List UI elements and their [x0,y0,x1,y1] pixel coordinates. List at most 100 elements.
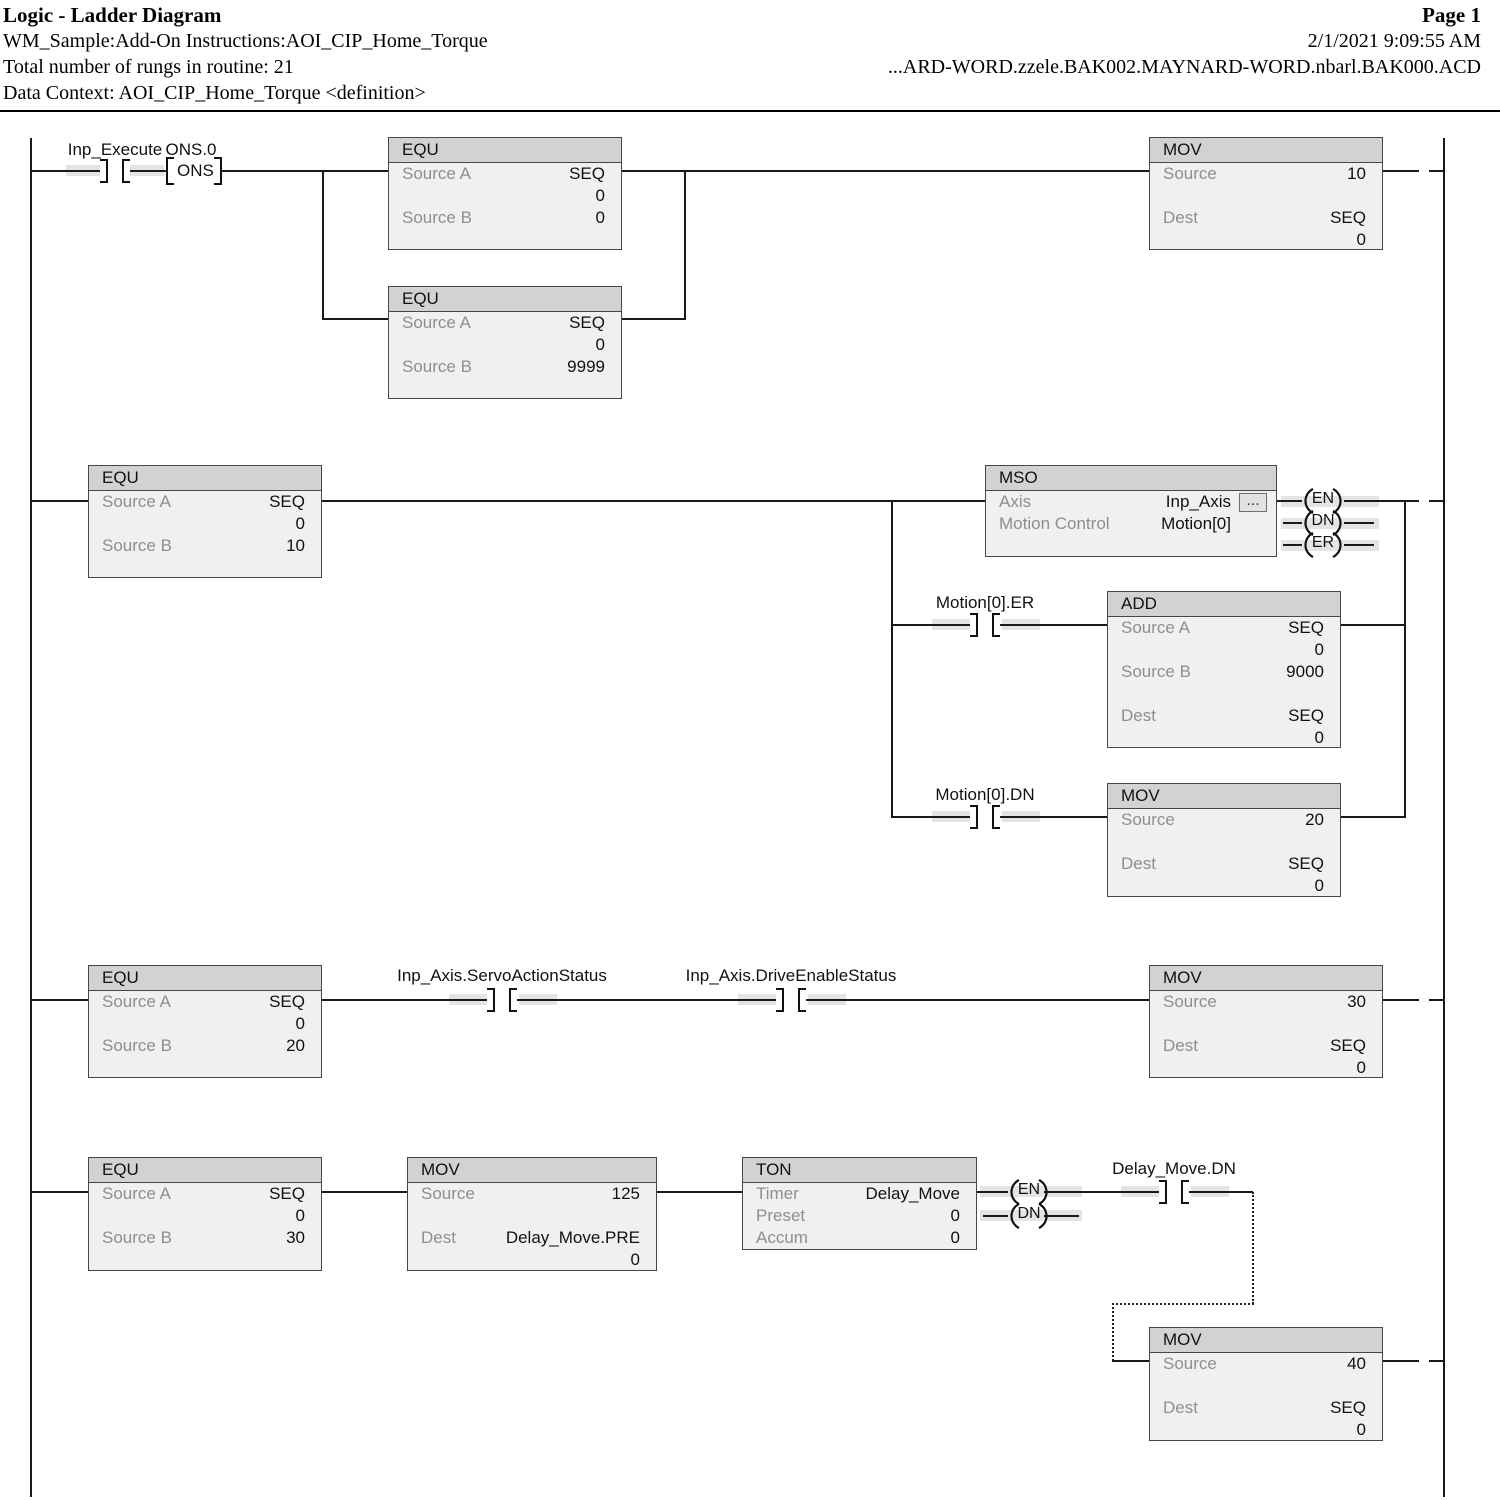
param-value[interactable]: Motion[0] [1161,514,1231,533]
param-value[interactable]: 10 [1347,164,1366,183]
contact-tag-delay-move-dn[interactable]: Delay_Move.DN [1112,1159,1236,1178]
param-label: Source B [102,536,172,555]
xic-contact-drive-enable[interactable] [776,988,784,1012]
contact-tag-motion-dn[interactable]: Motion[0].DN [935,785,1035,804]
instruction-mnemonic: EQU [389,138,621,163]
wire [222,170,388,172]
xic-contact-motion-er[interactable] [992,613,1000,637]
param-value: 0 [1314,876,1324,895]
param-value: 0 [1356,230,1366,249]
rung-count: Total number of rungs in routine: 21 [3,56,294,78]
xic-contact-servo-action[interactable] [509,988,517,1012]
contact-tag-servo-action[interactable]: Inp_Axis.ServoActionStatus [397,966,607,985]
coil-er[interactable]: ER [1298,532,1348,558]
param-value[interactable]: Delay_Move.PRE [505,1228,640,1247]
coil-label: ER [1311,534,1335,551]
instruction-mnemonic: MOV [1108,784,1340,809]
param-value[interactable]: 125 [611,1184,640,1203]
ons-bracket [214,157,222,185]
wire [1383,999,1419,1001]
xic-contact-servo-action[interactable] [487,988,495,1012]
wire [1429,999,1443,1001]
param-value[interactable]: SEQ [1288,618,1324,637]
param-value[interactable]: 40 [1347,1354,1366,1373]
xic-contact-inp-execute[interactable] [100,159,108,183]
param-value[interactable]: 30 [286,1228,305,1247]
param-value[interactable]: 30 [1347,992,1366,1011]
param-label: Dest [1121,706,1156,725]
coil-dn[interactable]: DN [1004,1203,1054,1229]
param-label: Source [1121,810,1175,829]
branch-wire [684,170,686,320]
param-value[interactable]: SEQ [1288,854,1324,873]
xic-contact-motion-er[interactable] [970,613,978,637]
param-value[interactable]: SEQ [1330,208,1366,227]
xic-contact-motion-dn[interactable] [992,805,1000,829]
param-value[interactable]: SEQ [569,164,605,183]
param-value[interactable]: SEQ [269,492,305,511]
wire [1344,500,1405,502]
param-value[interactable]: SEQ [269,1184,305,1203]
param-value[interactable]: SEQ [1330,1398,1366,1417]
param-value[interactable]: 9999 [567,357,605,376]
param-value[interactable]: 20 [1305,810,1324,829]
xic-contact-motion-dn[interactable] [970,805,978,829]
param-label: Source A [402,164,471,183]
param-value[interactable]: Delay_Move [865,1184,961,1203]
param-value[interactable]: 0 [595,208,605,227]
param-value[interactable]: SEQ [569,313,605,332]
param-value[interactable]: 10 [286,536,305,555]
instruction-mnemonic: MOV [1150,1328,1382,1353]
wire [622,170,686,172]
contact-tag-motion-er[interactable]: Motion[0].ER [935,593,1035,612]
xic-contact-delay-move-dn[interactable] [1159,1180,1167,1204]
coil-arcs [1010,1179,1048,1205]
ons-instruction[interactable]: ONS [177,161,214,180]
ons-tag[interactable]: ONS.0 [165,140,217,159]
param-value: 0 [295,1014,305,1033]
interconnect-wire-dashed [1112,1303,1114,1361]
param-value[interactable]: 0 [950,1228,960,1247]
ons-bracket [166,157,174,185]
branch-wire [891,500,893,818]
param-value[interactable]: SEQ [269,992,305,1011]
routine-path: WM_Sample:Add-On Instructions:AOI_CIP_Ho… [3,30,488,52]
param-value[interactable]: 20 [286,1036,305,1055]
xic-contact-delay-move-dn[interactable] [1181,1180,1189,1204]
param-value[interactable]: SEQ [1288,706,1324,725]
contact-tag-inp-execute[interactable]: Inp_Execute [67,140,163,159]
coil-en[interactable]: EN [1004,1179,1054,1205]
param-value[interactable]: 0 [950,1206,960,1225]
contact-tag-drive-enable[interactable]: Inp_Axis.DriveEnableStatus [685,966,897,985]
param-value: 0 [295,514,305,533]
wire [1112,1360,1149,1362]
param-value[interactable]: SEQ [1330,1036,1366,1055]
instruction-mnemonic: MOV [408,1158,656,1183]
project-file: ...ARD-WORD.zzele.BAK002.MAYNARD-WORD.nb… [887,56,1481,78]
wire [130,170,166,172]
xic-contact-inp-execute[interactable] [122,159,130,183]
param-value[interactable]: 9000 [1286,662,1324,681]
ellipsis-browse-button[interactable]: ... [1239,493,1267,512]
wire [1283,544,1302,546]
param-label: Source A [102,992,171,1011]
data-context: Data Context: AOI_CIP_Home_Torque <defin… [3,82,426,104]
param-value[interactable]: Inp_Axis [1165,492,1231,511]
wire [806,999,1149,1001]
param-value: 0 [295,1206,305,1225]
xic-contact-drive-enable[interactable] [798,988,806,1012]
wire [31,1191,88,1193]
